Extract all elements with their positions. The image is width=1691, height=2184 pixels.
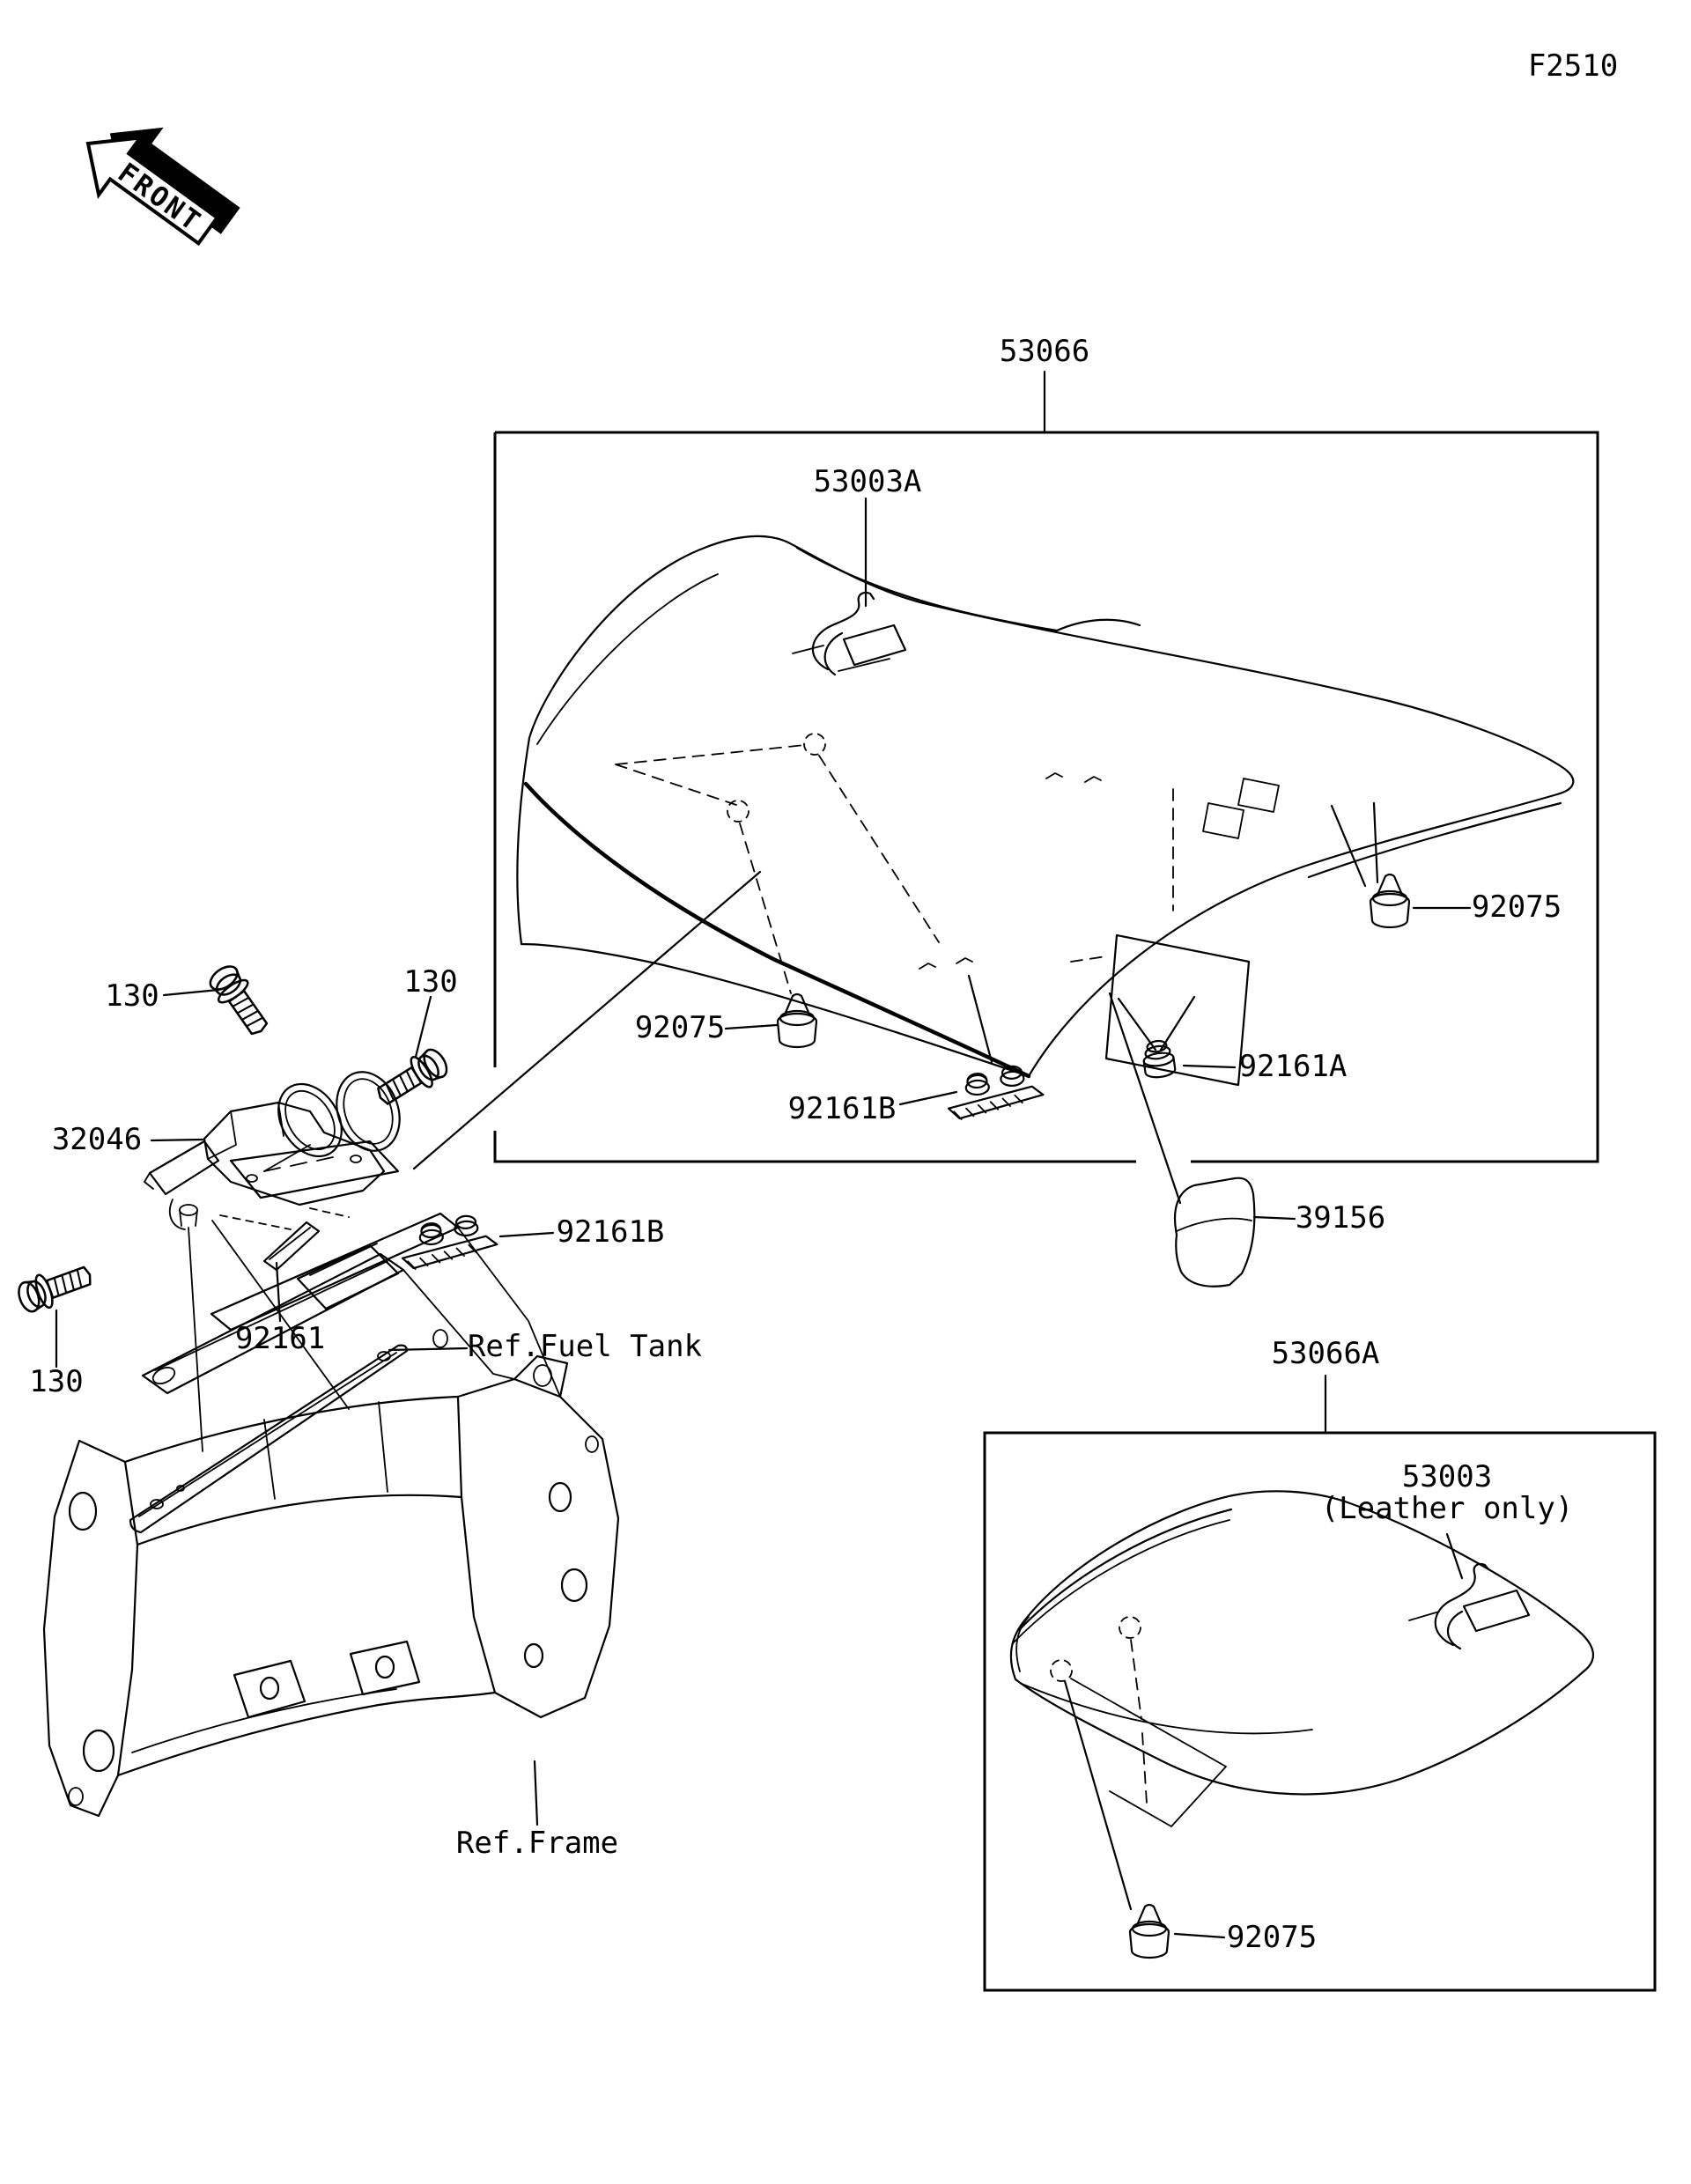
part-label-92075-bottom: 92075	[1226, 1920, 1318, 1956]
part-label-53003-note: (Leather only)	[1320, 1491, 1574, 1527]
part-label-92161b-mid: 92161B	[556, 1214, 665, 1251]
ref-label-frame: Ref.Frame	[455, 1826, 619, 1862]
grommet-92161a	[1140, 1037, 1178, 1081]
front-arrow-icon: FRONT	[85, 127, 240, 247]
single-seat-assembly-box	[983, 1431, 1657, 1992]
part-label-53066a: 53066A	[1271, 1336, 1380, 1372]
bolt-130-c	[13, 1257, 97, 1317]
part-label-130-c: 130	[29, 1364, 84, 1400]
damper-92075-bottom	[1128, 1903, 1170, 1959]
leader-lines	[55, 370, 1472, 1939]
main-assembly-box	[493, 431, 1599, 1163]
figure-code: F2510	[1527, 48, 1619, 85]
part-label-53003a: 53003A	[813, 464, 922, 500]
part-label-92075-right: 92075	[1471, 889, 1562, 926]
part-label-53066: 53066	[999, 334, 1090, 370]
part-label-130-b: 130	[403, 964, 458, 1000]
pad-39156	[1173, 1177, 1256, 1288]
frame-drawing	[42, 1212, 620, 1818]
damper-92075-right	[1369, 873, 1411, 929]
pad-92161	[262, 1221, 321, 1272]
part-label-92161: 92161	[234, 1321, 326, 1357]
main-seat-drawing	[516, 535, 1575, 1205]
fuel-tank-bracket-drawing	[129, 1344, 409, 1534]
single-seat-drawing	[1009, 1490, 1594, 1959]
part-label-92161a: 92161A	[1238, 1049, 1348, 1085]
part-label-92075-left: 92075	[634, 1010, 726, 1046]
ref-label-fuel-tank: Ref.Fuel Tank	[467, 1329, 703, 1365]
part-label-92161b-box: 92161B	[787, 1091, 897, 1127]
part-label-130-a: 130	[105, 978, 159, 1015]
bolt-130-a	[203, 959, 277, 1043]
part-label-39156: 39156	[1295, 1200, 1386, 1236]
part-label-32046: 32046	[51, 1122, 143, 1158]
seat-lock-32046-drawing	[13, 870, 762, 1452]
part-label-53003: 53003	[1401, 1459, 1493, 1495]
bolt-130-b	[370, 1043, 454, 1114]
